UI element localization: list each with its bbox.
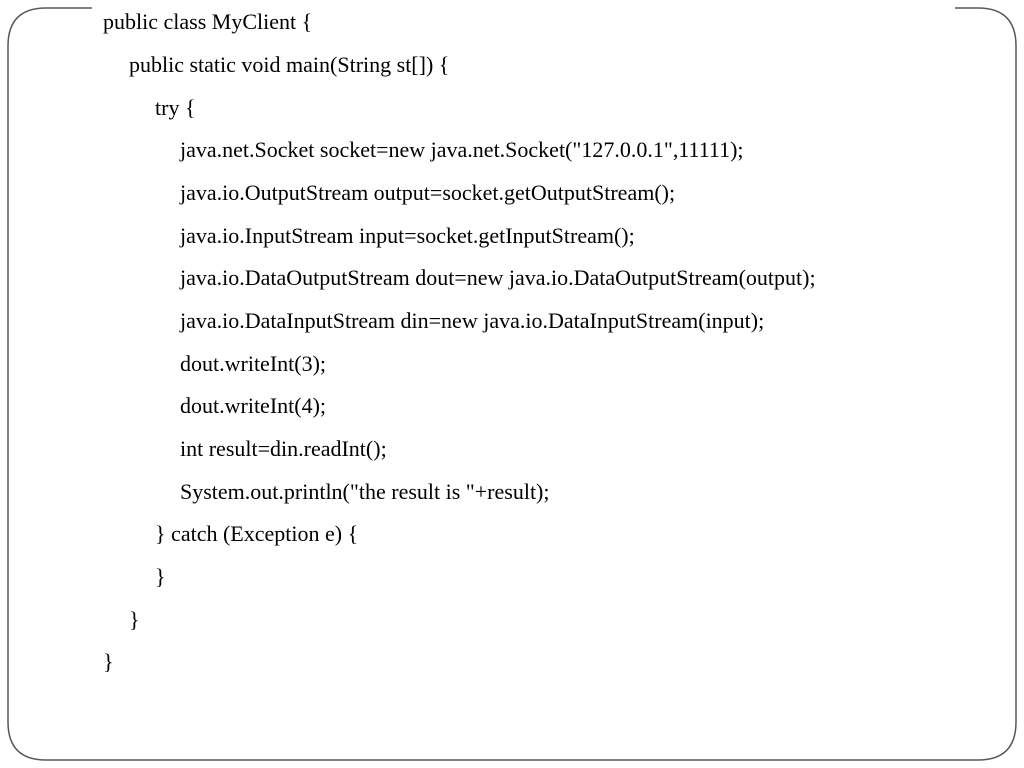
code-line-10: dout.writeInt(4); xyxy=(180,393,327,418)
code-line-7: java.io.DataOutputStream dout=new java.i… xyxy=(180,265,816,290)
code-line-3: try { xyxy=(155,95,196,120)
code-line-15: } xyxy=(129,607,140,632)
code-line-8: java.io.DataInputStream din=new java.io.… xyxy=(180,308,765,333)
code-line-14: } xyxy=(155,564,166,589)
code-line-16: } xyxy=(103,649,114,674)
code-line-6: java.io.InputStream input=socket.getInpu… xyxy=(180,223,635,248)
frame-border xyxy=(7,7,1017,761)
code-line-13: } catch (Exception e) { xyxy=(155,521,359,546)
code-line-2: public static void main(String st[]) { xyxy=(129,52,450,77)
code-line-1: public class MyClient { xyxy=(103,9,313,34)
code-line-11: int result=din.readInt(); xyxy=(180,436,387,461)
code-line-12: System.out.println("the result is "+resu… xyxy=(180,479,550,504)
code-line-5: java.io.OutputStream output=socket.getOu… xyxy=(180,180,676,205)
code-line-9: dout.writeInt(3); xyxy=(180,351,327,376)
code-line-4: java.net.Socket socket=new java.net.Sock… xyxy=(180,137,744,162)
